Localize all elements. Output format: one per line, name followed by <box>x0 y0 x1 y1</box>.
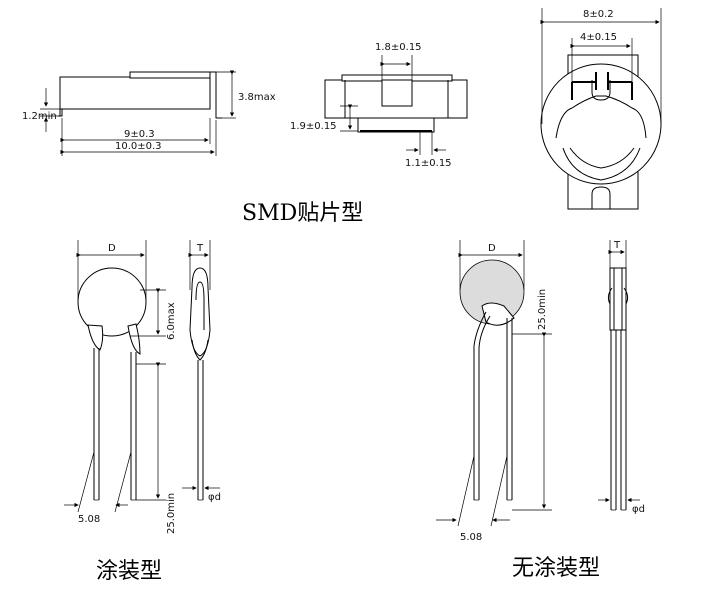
smd-dim-round-outer: 8±0.2 <box>583 9 614 20</box>
smd-dim-lead: 1.2min <box>22 111 57 122</box>
uncoated-side-view: T φd <box>598 240 645 515</box>
uncoated-side-body <box>609 267 627 331</box>
smd-dim-bottom: 1.1±0.15 <box>405 158 452 169</box>
coated-dim-lead: 25.0min <box>166 493 177 534</box>
uncoated-dim-lead: 25.0min <box>537 289 548 330</box>
smd-side-cap <box>129 71 211 79</box>
uncoated-caption: 无涂装型 <box>512 556 600 581</box>
smd-dim-round-inner: 4±0.15 <box>580 32 617 43</box>
uncoated-dim-phi: φd <box>632 504 645 515</box>
coated-dim-d: D <box>108 243 116 254</box>
smd-dim-height: 3.8max <box>238 92 276 103</box>
coated-side-view: T φd <box>182 240 221 503</box>
smd-dim-side: 1.9±0.15 <box>290 121 337 132</box>
uncoated-dim-pitch: 5.08 <box>460 532 482 543</box>
smd-side-view: 3.8max 1.2min 9±0.3 10.0±0.3 <box>22 70 276 156</box>
smd-side-body <box>59 76 211 110</box>
smd-side-lead-right <box>210 71 222 119</box>
uncoated-dim-d: D <box>488 243 496 254</box>
coated-dim-coat: 6.0max <box>166 302 177 340</box>
coated-dim-pitch: 5.08 <box>78 514 100 525</box>
coated-dim-phi: φd <box>208 492 221 503</box>
smd-front-view: 1.8±0.15 1.9±0.15 1.1±0.15 <box>290 42 468 169</box>
coated-front-view: D 6.0max 25.0min 5.08 <box>64 240 177 534</box>
smd-dim-inner: 9±0.3 <box>124 129 155 140</box>
smd-caption: SMD贴片型 <box>242 201 363 226</box>
uncoated-front-view: D 25.0min 5.08 <box>436 240 552 543</box>
coated-caption: 涂装型 <box>96 559 162 584</box>
smd-dim-top: 1.8±0.15 <box>375 42 422 53</box>
uncoated-dim-t: T <box>613 240 621 251</box>
smd-round-view: 8±0.2 4±0.15 <box>540 8 662 210</box>
coated-dim-t: T <box>196 243 204 254</box>
coated-disc <box>77 267 147 337</box>
smd-front-window <box>381 79 413 107</box>
smd-dim-outer: 10.0±0.3 <box>115 141 162 152</box>
